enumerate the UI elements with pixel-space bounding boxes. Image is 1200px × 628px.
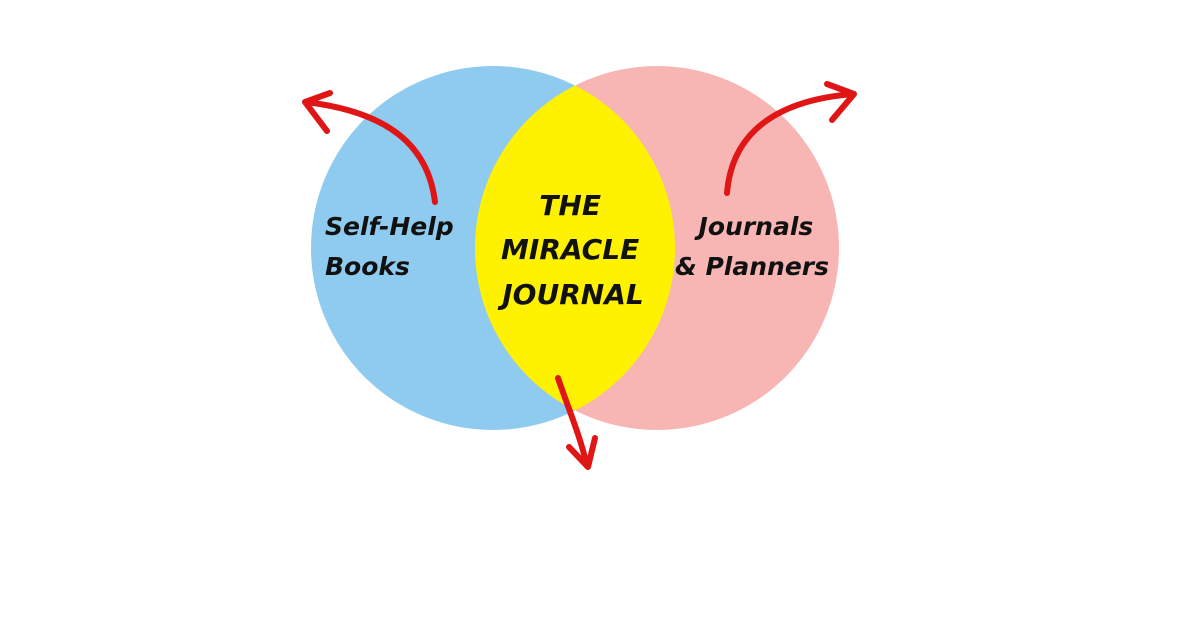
- right-set-label-line: & Planners: [675, 252, 829, 281]
- intersection-label-line: JOURNAL: [497, 278, 643, 311]
- arrow-up-right-shaft: [724, 91, 856, 196]
- left-set-label: Self-Help Books: [325, 212, 462, 281]
- arrow-down-shaft: [555, 375, 590, 469]
- intersection-region: [475, 66, 675, 430]
- right-set-label: Journals & Planners: [675, 212, 829, 281]
- arrow-up-right-head: [824, 81, 857, 123]
- right-set-label-line: Journals: [694, 212, 814, 241]
- left-set-label-line: Self-Help: [325, 212, 454, 241]
- intersection-label: THE MIRACLE JOURNAL: [497, 189, 649, 311]
- arrow-down-head: [566, 435, 598, 470]
- arrow-up-right: [724, 81, 857, 196]
- intersection-label-line: THE: [539, 189, 601, 222]
- intersection-label-line: MIRACLE: [501, 233, 639, 266]
- arrow-up-left-shaft: [303, 99, 438, 205]
- left-set-label-line: Books: [325, 252, 410, 281]
- arrow-down: [555, 375, 598, 470]
- arrow-up-left-head: [302, 90, 333, 134]
- arrow-up-left: [302, 90, 438, 205]
